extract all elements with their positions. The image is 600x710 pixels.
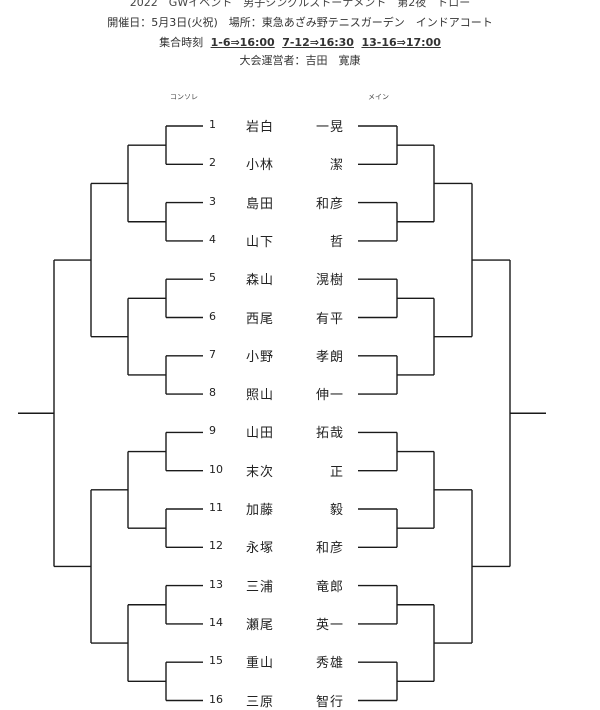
player-given-name: 秀雄 — [315, 656, 344, 672]
seed-number: 9 — [209, 424, 216, 438]
player-family-name: 三原 — [246, 694, 275, 710]
seed-number: 8 — [209, 386, 216, 400]
player-family-name: 岩白 — [246, 120, 275, 135]
player-family-name: 島田 — [246, 196, 275, 212]
player-family-name: 瀬尾 — [246, 617, 275, 633]
player-given-name: 伸一 — [315, 388, 344, 404]
player-family-name: 加藤 — [246, 503, 275, 518]
player-family-name: 永塚 — [246, 541, 275, 557]
player-family-name: 三浦 — [246, 579, 275, 595]
assembly-label: 集合時刻 — [159, 36, 204, 49]
player-family-name: 末次 — [246, 464, 275, 480]
player-name: 山田 拓哉 — [246, 422, 344, 441]
seed-number: 10 — [209, 462, 223, 476]
player-family-name: 西尾 — [246, 311, 275, 327]
seed-number: 2 — [209, 156, 216, 170]
player-given-name: 智行 — [315, 694, 344, 710]
player-name: 山下 哲 — [246, 231, 344, 250]
assembly-time-3: 13-16⇒17:00 — [361, 36, 441, 49]
player-given-name: 和彦 — [315, 541, 344, 557]
tournament-title: 2022 GWイベント 男子シングルストーナメント 第2夜 ドロー — [129, 0, 471, 9]
seed-number: 15 — [209, 654, 223, 668]
assembly-time-2: 7-12⇒16:30 — [282, 36, 354, 49]
player-given-name: 一晃 — [315, 120, 344, 135]
player-family-name: 山田 — [246, 426, 275, 442]
player-given-name: 拓哉 — [315, 426, 344, 442]
player-family-name: 重山 — [246, 656, 275, 672]
seed-number: 1 — [209, 118, 216, 131]
player-given-name: 哲 — [329, 234, 344, 250]
seed-number: 6 — [209, 309, 216, 323]
player-family-name: 森山 — [246, 273, 275, 289]
player-given-name: 滉樹 — [315, 273, 344, 289]
player-given-name: 正 — [329, 464, 344, 480]
player-name: 西尾 有平 — [246, 308, 344, 327]
player-name: 小林 潔 — [246, 154, 344, 173]
player-family-name: 山下 — [246, 234, 275, 250]
seed-number: 16 — [209, 692, 223, 706]
seed-number: 7 — [209, 347, 216, 361]
assembly-time-1: 1-6⇒16:00 — [210, 36, 275, 49]
assembly-times: 集合時刻 1-6⇒16:00 7-12⇒16:30 13-16⇒17:00 — [0, 34, 600, 50]
player-name: 加藤 毅 — [246, 499, 344, 518]
player-name: 森山 滉樹 — [246, 269, 344, 288]
event-date-venue: 開催日：5月3日(火祝) 場所：東急あざみ野テニスガーデン インドアコート — [107, 16, 493, 29]
organizer: 大会運営者：吉田 寛康 — [239, 54, 361, 67]
player-name: 小野 孝朗 — [246, 346, 344, 365]
player-name: 三原 智行 — [246, 691, 344, 710]
player-given-name: 潔 — [329, 158, 344, 174]
player-name: 三浦 竜郎 — [246, 576, 344, 595]
player-name: 瀬尾 英一 — [246, 614, 344, 633]
seed-number: 11 — [209, 501, 223, 514]
seed-number: 13 — [209, 577, 223, 591]
player-family-name: 小野 — [246, 349, 275, 365]
seed-number: 14 — [209, 615, 223, 629]
player-name: 永塚 和彦 — [246, 537, 344, 556]
player-given-name: 竜郎 — [315, 579, 344, 595]
player-name: 照山 伸一 — [246, 384, 344, 403]
player-given-name: 英一 — [315, 617, 344, 633]
player-given-name: 和彦 — [315, 196, 344, 212]
seed-number: 3 — [209, 194, 216, 208]
player-given-name: 毅 — [329, 503, 344, 518]
player-given-name: 有平 — [315, 311, 344, 327]
seed-number: 12 — [209, 539, 223, 553]
player-family-name: 小林 — [246, 158, 275, 174]
player-name: 島田 和彦 — [246, 193, 344, 212]
player-name: 重山 秀雄 — [246, 652, 344, 671]
consolation-label: コンソレ — [170, 93, 198, 101]
player-name: 末次 正 — [246, 461, 344, 480]
main-label: メイン — [368, 93, 389, 101]
player-given-name: 孝朗 — [315, 349, 344, 365]
player-name: 岩白 一晃 — [246, 116, 344, 135]
seed-number: 4 — [209, 232, 216, 246]
player-family-name: 照山 — [246, 388, 275, 404]
seed-number: 5 — [209, 271, 216, 285]
